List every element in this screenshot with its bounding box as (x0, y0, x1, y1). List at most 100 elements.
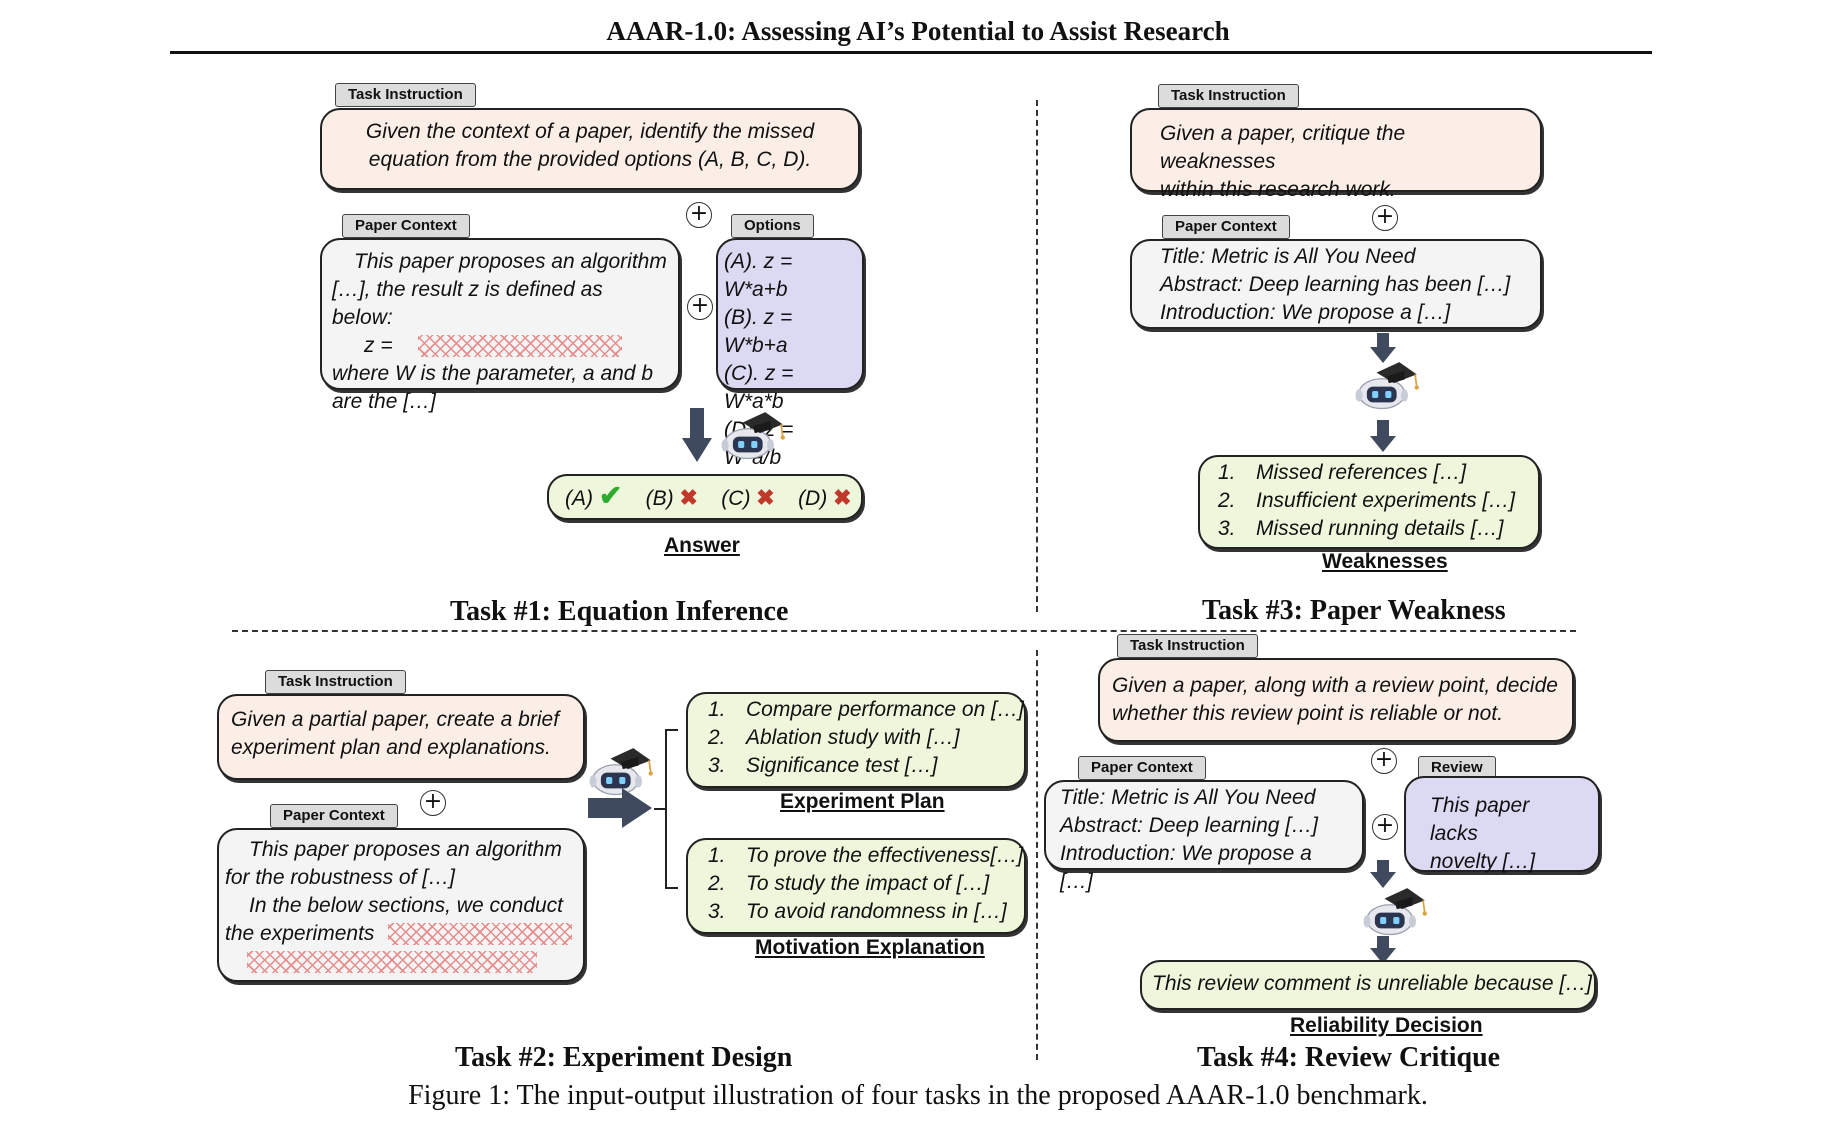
task1-context-line: are the […] (332, 390, 436, 413)
task4-title: Task #4: Review Critique (1197, 1042, 1501, 1073)
task2-context-line: This paper proposes an algorithm (249, 838, 562, 861)
answer-option: (A) (565, 487, 593, 510)
task2-plan-box: 1.Compare performance on […] 2.Ablation … (686, 692, 1026, 788)
horizontal-divider (232, 630, 1576, 632)
task1-answer-box: (A) ✔ (B) ✖ (C) ✖ (D) ✖ (547, 474, 863, 520)
option-item: (B). z = W*b+a (724, 306, 793, 357)
decision-text: This review comment is unreliable becaus… (1152, 972, 1593, 995)
robot-icon (720, 411, 786, 460)
header-rule (170, 51, 1652, 54)
list-item: 3.Missed running details […] (1218, 517, 1504, 540)
plus-icon: + (1371, 748, 1397, 774)
list-item: 3.To avoid randomness in […] (708, 900, 1007, 923)
robot-icon (1362, 887, 1428, 936)
task3-context-line: Title: Metric is All You Need (1160, 245, 1416, 268)
plus-icon: + (687, 294, 713, 320)
down-arrow-icon (682, 408, 712, 462)
task1-context-line: where W is the parameter, a and b (332, 362, 653, 385)
task1-context-box: This paper proposes an algorithm […], th… (320, 238, 680, 413)
task1-instruction-tag: Task Instruction (335, 83, 476, 107)
task2-instruction-line: Given a partial paper, create a brief (231, 708, 560, 731)
task2-instruction-box: Given a partial paper, create a brief ex… (217, 694, 585, 780)
task1-instruction-line: Given the context of a paper, identify t… (365, 120, 815, 143)
list-item: 3.Significance test […] (708, 754, 938, 777)
task2-instruction-line: experiment plan and explanations. (231, 736, 551, 759)
cross-icon: ✖ (756, 485, 775, 510)
task1-context-line: […], the result z is defined as below: (332, 278, 603, 329)
list-item: 2.Ablation study with […] (708, 726, 960, 749)
right-arrow-icon (588, 788, 652, 828)
answer-option: (C) (721, 487, 751, 510)
experiment-plan-label: Experiment Plan (780, 790, 945, 813)
weaknesses-label: Weaknesses (1322, 550, 1448, 573)
task1-title: Task #1: Equation Inference (450, 596, 789, 627)
task2-context-line: the experiments (225, 922, 375, 945)
task3-title: Task #3: Paper Weakness (1202, 595, 1506, 626)
task4-instruction-tag: Task Instruction (1117, 634, 1258, 658)
task3-instruction-box: Given a paper, critique the weaknesses w… (1130, 108, 1542, 201)
task3-context-line: Introduction: We propose a […] (1160, 301, 1451, 324)
task1-instruction-box: Given the context of a paper, identify t… (320, 108, 860, 190)
task3-instruction-line: Given a paper, critique the weaknesses (1160, 122, 1406, 173)
task3-instruction-tag: Task Instruction (1158, 84, 1299, 108)
list-item: 1.To prove the effectiveness[…] (708, 844, 1024, 867)
task3-weakness-box: 1.Missed references […] 2.Insufficient e… (1198, 455, 1540, 549)
down-arrow-icon (1370, 333, 1396, 363)
task1-equation-prefix: z = (364, 334, 393, 357)
task2-context-line: In the below sections, we conduct (249, 894, 564, 917)
task3-instruction-line: within this research work. (1160, 178, 1396, 201)
task2-context-tag: Paper Context (270, 804, 398, 828)
task3-context-box: Title: Metric is All You Need Abstract: … (1130, 239, 1542, 329)
task1-options-tag: Options (731, 214, 814, 238)
task4-context-box: Title: Metric is All You Need Abstract: … (1044, 780, 1364, 893)
task4-review-box: This paper lacks novelty […] (1404, 776, 1600, 873)
task4-instruction-line: whether this review point is reliable or… (1112, 702, 1504, 725)
motivation-explanation-label: Motivation Explanation (755, 936, 985, 959)
cross-icon: ✖ (833, 485, 852, 510)
task1-instruction-line: equation from the provided options (A, B… (368, 148, 812, 171)
masked-equation (418, 335, 623, 358)
plus-icon: + (1372, 205, 1398, 231)
task2-title: Task #2: Experiment Design (455, 1042, 793, 1073)
review-line: This paper lacks (1430, 794, 1530, 845)
task2-motivation-box: 1.To prove the effectiveness[…] 2.To stu… (686, 838, 1026, 934)
list-item: 1.Compare performance on […] (708, 698, 1024, 721)
task4-instruction-line: Given a paper, along with a review point… (1112, 674, 1558, 697)
option-item: (C). z = W*a*b (724, 362, 794, 413)
task4-context-tag: Paper Context (1078, 756, 1206, 780)
plus-icon: + (420, 790, 446, 816)
figure-caption: Figure 1: The input-output illustration … (408, 1080, 1428, 1111)
down-arrow-icon (1370, 860, 1396, 888)
task4-instruction-box: Given a paper, along with a review point… (1098, 658, 1574, 742)
answer-option: (B) (645, 487, 674, 510)
list-item: 2.Insufficient experiments […] (1218, 489, 1516, 512)
masked-experiments (247, 951, 537, 974)
task4-context-line: Introduction: We propose a […] (1060, 842, 1312, 893)
task1-options-box: (A). z = W*a+b (B). z = W*b+a (C). z = W… (716, 238, 864, 469)
review-line: novelty […] (1430, 850, 1536, 873)
task2-context-box: This paper proposes an algorithm for the… (217, 828, 585, 982)
option-item: (A). z = W*a+b (724, 250, 793, 301)
answer-option: (D) (798, 487, 828, 510)
task4-decision-box: This review comment is unreliable becaus… (1140, 960, 1596, 1010)
bracket-icon (654, 729, 678, 889)
answer-label: Answer (664, 534, 740, 557)
task1-context-tag: Paper Context (342, 214, 470, 238)
vertical-divider-bottom (1036, 650, 1038, 1060)
cross-icon: ✖ (679, 485, 698, 510)
task2-context-line: for the robustness of […] (225, 866, 455, 889)
list-item: 2.To study the impact of […] (708, 872, 990, 895)
masked-experiments (388, 923, 573, 946)
vertical-divider-top (1036, 100, 1038, 612)
page-title: AAAR-1.0: Assessing AI’s Potential to As… (606, 16, 1230, 46)
task1-context-line: This paper proposes an algorithm (354, 250, 667, 273)
down-arrow-icon (1370, 936, 1396, 964)
reliability-decision-label: Reliability Decision (1290, 1014, 1483, 1037)
task3-context-line: Abstract: Deep learning has been […] (1160, 273, 1511, 296)
down-arrow-icon (1370, 420, 1396, 452)
task3-context-tag: Paper Context (1162, 215, 1290, 239)
task4-context-line: Title: Metric is All You Need (1060, 786, 1316, 809)
plus-icon: + (1372, 814, 1398, 840)
task4-context-line: Abstract: Deep learning […] (1060, 814, 1318, 837)
robot-icon (1354, 361, 1420, 410)
